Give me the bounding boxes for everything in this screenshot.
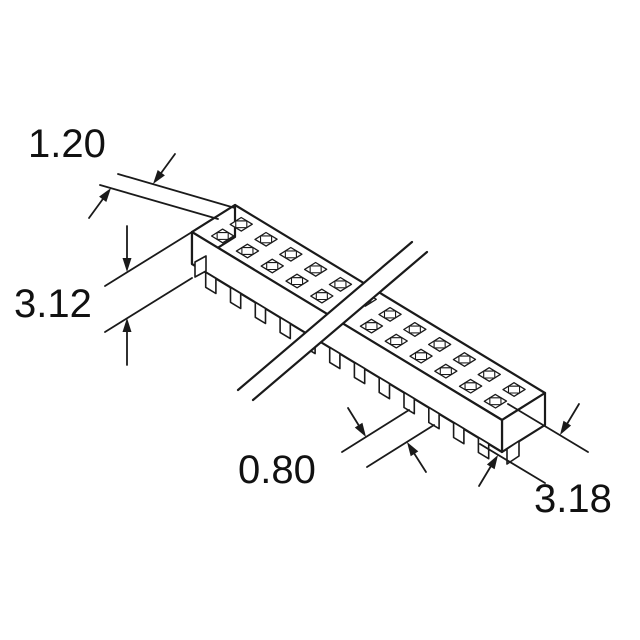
socket-contact <box>483 370 496 379</box>
smt-lead <box>328 346 341 370</box>
socket-contact <box>334 280 347 289</box>
front-face <box>190 230 504 454</box>
socket-contact <box>408 325 421 334</box>
socket-grid <box>210 216 526 409</box>
smt-lead <box>254 301 267 325</box>
smt-lead <box>229 286 242 310</box>
extension-line <box>104 277 193 333</box>
dimension-label-3-18: 3.18 <box>534 477 612 521</box>
break-line-lower <box>251 250 429 402</box>
smt-lead <box>279 316 292 340</box>
extension-line <box>117 173 236 209</box>
smt-lead <box>403 391 416 415</box>
smt-lead <box>204 271 217 295</box>
extension-line <box>507 403 589 453</box>
socket-contact <box>414 352 428 361</box>
arrowhead-icon <box>407 442 419 457</box>
arrowhead-icon <box>560 420 572 435</box>
socket-contact <box>241 246 254 255</box>
smt-lead <box>477 436 490 460</box>
extension-line <box>99 184 219 220</box>
arrowhead-icon <box>122 318 132 332</box>
break-line-upper <box>236 240 414 392</box>
socket-contact <box>464 382 477 391</box>
smt-lead <box>428 406 440 430</box>
arrowhead-icon <box>354 422 366 437</box>
socket-contact <box>290 277 304 286</box>
socket-contact <box>365 322 378 331</box>
dimension-0-80: 0.80 <box>238 407 435 492</box>
smt-lead <box>353 361 366 385</box>
extension-line <box>341 409 410 453</box>
dimension-3-18: 3.18 <box>478 403 612 521</box>
dimension-label-1-20: 1.20 <box>28 122 106 166</box>
socket-contact <box>458 355 471 364</box>
extension-line <box>104 231 193 287</box>
dimension-1-20: 1.20 <box>28 122 236 220</box>
socket-contact <box>216 231 229 240</box>
dimension-3-12: 3.12 <box>14 225 193 366</box>
socket-contact <box>439 367 452 376</box>
right-end-lead <box>506 440 520 465</box>
extension-line <box>366 424 435 468</box>
socket-contact <box>507 385 521 394</box>
socket-contact <box>390 337 403 346</box>
socket-contact <box>489 397 502 406</box>
break-band-fill <box>238 242 427 400</box>
socket-contact <box>309 265 322 274</box>
arrowhead-icon <box>99 188 111 202</box>
socket-contact <box>383 310 397 319</box>
extension-line <box>479 443 546 484</box>
socket-contact <box>235 220 248 229</box>
socket-contact <box>315 292 328 301</box>
arrowhead-icon <box>153 170 165 184</box>
arrowhead-icon <box>486 455 498 470</box>
left-end-lead <box>194 255 207 278</box>
socket-contact <box>433 340 446 349</box>
smt-lead <box>378 376 391 400</box>
dimension-label-0-80: 0.80 <box>238 448 316 492</box>
socket-contact <box>259 235 273 244</box>
dimension-label-3-12: 3.12 <box>14 282 92 326</box>
socket-contact <box>284 250 297 259</box>
socket-contact <box>266 262 279 271</box>
break-band <box>236 240 429 402</box>
smt-lead <box>452 421 465 445</box>
arrowhead-icon <box>122 258 132 272</box>
